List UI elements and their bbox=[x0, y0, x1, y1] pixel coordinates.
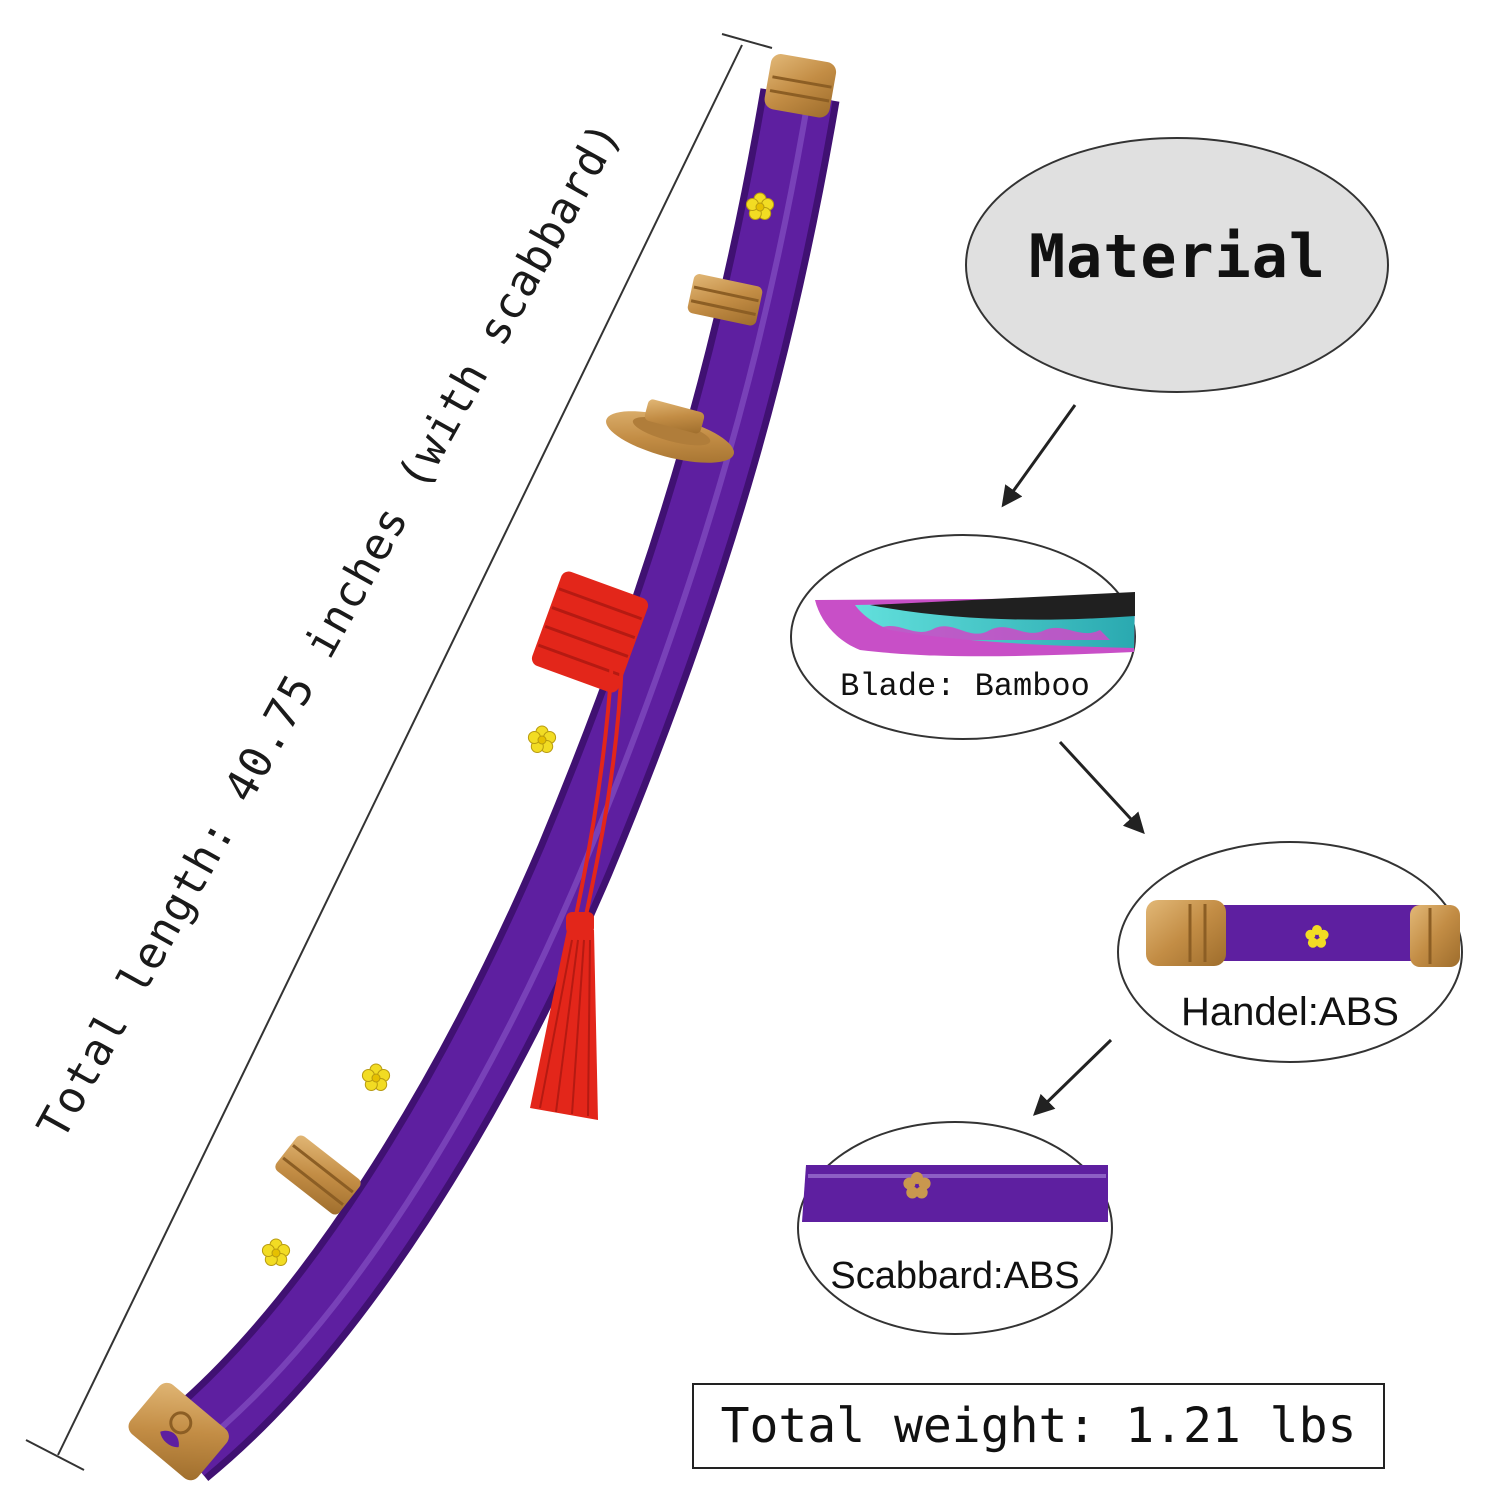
blade-caption: Blade: Bamboo bbox=[840, 668, 1090, 705]
flower-icon bbox=[361, 1063, 391, 1091]
total-weight-box: Total weight: 1.21 lbs bbox=[692, 1383, 1385, 1469]
bottom-cap bbox=[128, 1382, 229, 1481]
upper-band bbox=[687, 274, 763, 326]
arrow-icon bbox=[1001, 404, 1077, 508]
tassel bbox=[530, 659, 624, 1120]
dimension-line bbox=[25, 33, 773, 1471]
material-bubble bbox=[965, 137, 1389, 393]
blade-bubble bbox=[790, 534, 1136, 740]
flower-icon bbox=[1305, 925, 1329, 948]
handle-bubble bbox=[1117, 841, 1463, 1063]
red-wrap bbox=[531, 571, 649, 693]
flower-icon bbox=[745, 192, 775, 220]
flower-icon bbox=[261, 1238, 291, 1266]
arrow-icon bbox=[1032, 1038, 1113, 1116]
scabbard-caption: Scabbard:ABS bbox=[830, 1255, 1080, 1297]
flower-icon bbox=[527, 725, 557, 753]
material-title: Material bbox=[1029, 222, 1326, 292]
flower-icon bbox=[903, 1172, 931, 1199]
handle-caption: Handel:ABS bbox=[1181, 990, 1399, 1034]
total-weight-text: Total weight: 1.21 lbs bbox=[720, 1398, 1357, 1454]
arrow-icon bbox=[1058, 740, 1145, 835]
flower-icons bbox=[261, 192, 775, 1266]
lower-band bbox=[275, 1135, 361, 1215]
top-cap bbox=[764, 54, 837, 118]
guard bbox=[606, 399, 734, 463]
scabbard-bubble bbox=[797, 1121, 1113, 1335]
